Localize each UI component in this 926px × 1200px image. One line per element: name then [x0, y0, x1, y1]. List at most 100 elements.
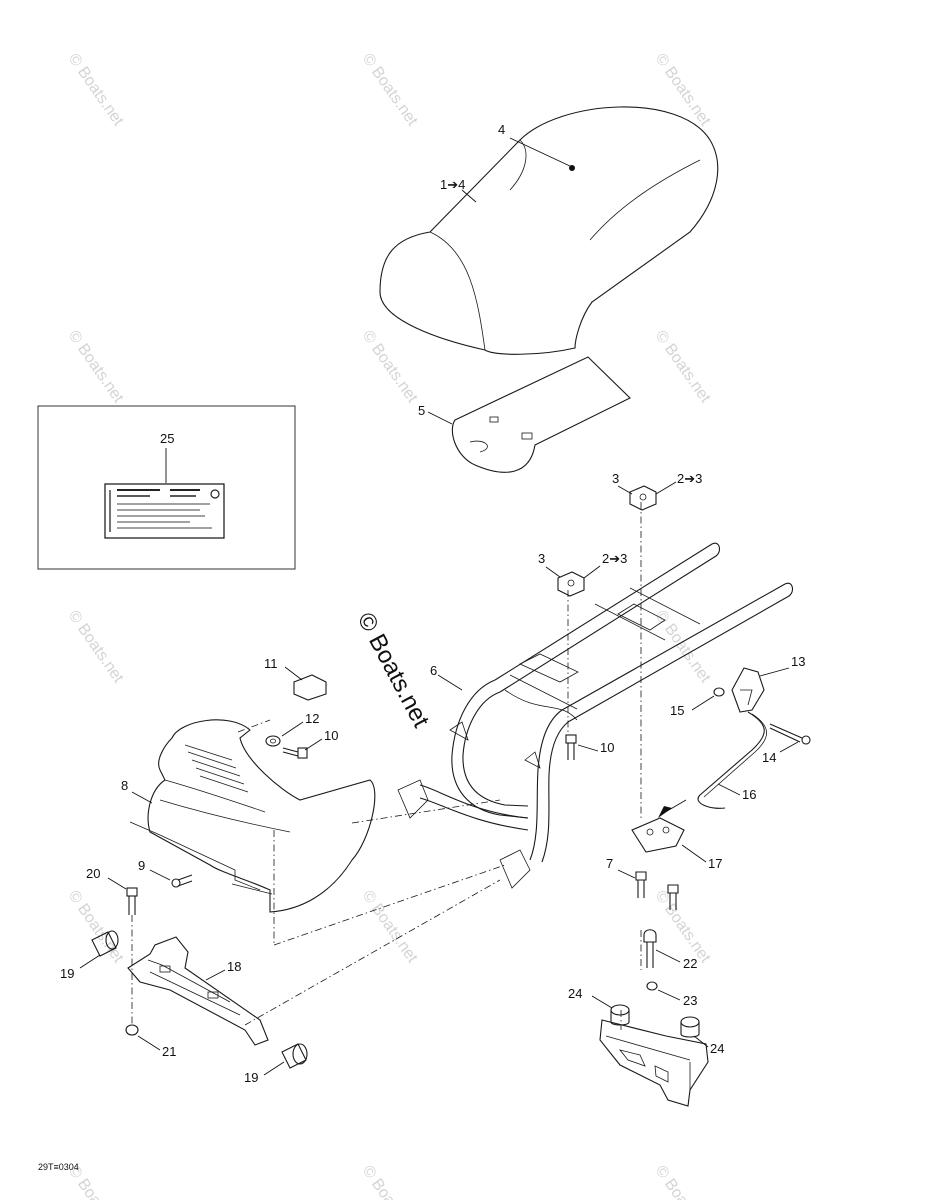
leader-line	[79, 954, 101, 969]
callout-10a: 10	[324, 728, 338, 743]
callout-3b: 3	[538, 551, 545, 566]
callout-12: 12	[305, 711, 319, 726]
callout-13: 13	[791, 654, 805, 669]
callout-10b: 10	[600, 740, 614, 755]
decal-inset-box: 25	[37, 405, 296, 570]
leader-dot	[569, 165, 575, 171]
seat-part	[379, 106, 719, 355]
figure-code: 29T≡0304	[38, 1162, 79, 1172]
leader-line	[691, 695, 715, 711]
callout-3a: 3	[612, 471, 619, 486]
bumper-19a	[91, 930, 119, 957]
watermark-faint: © Boats.net	[652, 328, 714, 407]
watermark-faint: © Boats.net	[65, 888, 127, 967]
bolt-10a	[282, 747, 308, 759]
leader-line	[717, 783, 741, 796]
latch-17	[631, 799, 687, 853]
leader-line	[577, 744, 599, 752]
bolt-10b	[565, 734, 577, 760]
leader-line	[281, 721, 304, 737]
callout-22: 22	[683, 956, 697, 971]
callout-24b: 24	[710, 1041, 724, 1056]
leader-line	[617, 485, 633, 495]
callout-7: 7	[606, 856, 613, 871]
callout-8: 8	[121, 778, 128, 793]
bolt-22	[643, 929, 657, 968]
leader-line	[759, 667, 790, 677]
leader-line	[591, 995, 613, 1009]
nut-23	[646, 981, 658, 991]
callout-15: 15	[670, 703, 684, 718]
front-bracket-part	[129, 719, 376, 913]
latch-bracket-13	[731, 667, 765, 713]
callout-19b: 19	[244, 1070, 258, 1085]
callout-18: 18	[227, 959, 241, 974]
leader-line	[107, 877, 127, 890]
watermark-faint: © Boats.net	[65, 608, 127, 687]
pin-14	[769, 723, 811, 745]
leader-line	[583, 565, 601, 579]
bumper-24b	[680, 1016, 700, 1038]
callout-25: 25	[160, 431, 174, 446]
callout-23: 23	[683, 993, 697, 1008]
cable-16	[697, 711, 768, 809]
nut-3b	[557, 571, 585, 597]
callout-16: 16	[742, 787, 756, 802]
callout-4: 4	[498, 122, 505, 137]
callout-2-3a: 2➔3	[677, 471, 702, 486]
watermark-faint: © Boats.net	[652, 1163, 714, 1200]
bolt-20	[126, 887, 138, 915]
leader-line	[304, 738, 323, 751]
leader-line	[779, 741, 799, 753]
screw-9	[171, 874, 193, 888]
watermark-faint: © Boats.net	[652, 608, 714, 687]
callout-1-4: 1➔4	[440, 177, 465, 192]
watermark-faint: © Boats.net	[359, 1163, 421, 1200]
leader-line	[263, 1061, 285, 1076]
callout-19a: 19	[60, 966, 74, 981]
leader-line	[655, 949, 681, 963]
leader-line	[205, 969, 226, 981]
washer-12	[265, 735, 281, 747]
leader-line	[545, 566, 561, 578]
leader-line	[509, 137, 573, 168]
watermark-faint: © Boats.net	[652, 888, 714, 967]
washer-21	[125, 1024, 139, 1036]
leader-line	[427, 411, 453, 425]
bumper-19b	[281, 1043, 308, 1069]
leader-line	[655, 481, 677, 495]
rail-18	[127, 936, 269, 1046]
callout-21: 21	[162, 1044, 176, 1059]
callout-11: 11	[264, 656, 278, 671]
leader-line	[284, 666, 303, 681]
leader-line	[137, 1035, 161, 1051]
mount-block-part	[599, 1019, 709, 1107]
leader-line	[657, 989, 681, 1001]
assembly-dash-lines	[237, 502, 642, 1030]
clip-11	[293, 674, 327, 701]
callout-20: 20	[86, 866, 100, 881]
nut-3a	[629, 485, 657, 511]
bolts-7	[635, 871, 679, 910]
background-watermarks: © Boats.net © Boats.net © Boats.net © Bo…	[65, 51, 714, 1200]
decal-label	[104, 483, 225, 539]
frame-part	[397, 542, 794, 889]
leader-line	[461, 189, 477, 203]
leader-line	[617, 869, 636, 879]
callout-5: 5	[418, 403, 425, 418]
leader-line	[681, 844, 707, 863]
leader-line	[149, 869, 171, 881]
watermark-faint: © Boats.net	[65, 51, 127, 130]
watermark-faint: © Boats.net	[359, 328, 421, 407]
callout-14: 14	[762, 750, 776, 765]
washer-15	[713, 687, 725, 697]
seat-base-part	[451, 356, 631, 473]
callout-17: 17	[708, 856, 722, 871]
callout-2-3b: 2➔3	[602, 551, 627, 566]
leader-line	[437, 674, 463, 691]
callout-24a: 24	[568, 986, 582, 1001]
callout-9: 9	[138, 858, 145, 873]
watermark-main: © Boats.net	[352, 608, 435, 732]
bumper-24a	[610, 1004, 630, 1026]
